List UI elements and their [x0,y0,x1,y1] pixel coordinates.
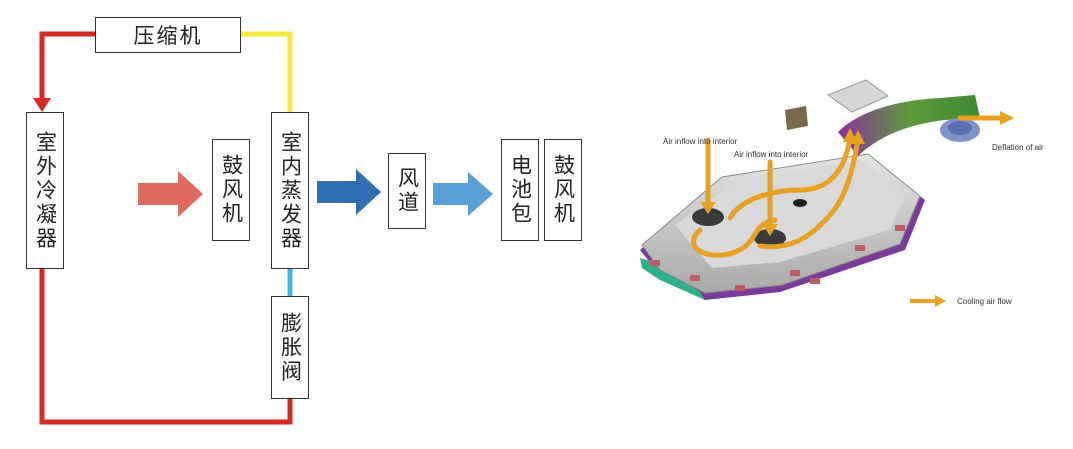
compressor-label: 压缩机 [133,24,203,48]
evaporator-box: 室内蒸发器 [271,112,309,269]
arrow-down-into-condenser [33,98,51,112]
cooling-air-flow-paths [691,115,1006,258]
battery-pack-label: 电池包 [508,154,533,226]
center-inlet [793,199,807,207]
deflation-label: Deflation of air [992,143,1044,152]
inflow-label-1: Air inflow into interior [663,137,738,146]
expansion-valve-label: 膨胀阀 [278,311,303,384]
high-pressure-line [39,31,95,105]
mounting-brackets [650,225,905,291]
air-inlet-fan-1 [692,208,724,226]
battery-pack-box: 电池包 [501,139,539,241]
cool-air-arrow-1 [317,169,381,215]
exhaust-blower [940,118,980,142]
compressor-out-line [240,31,293,112]
pack-edge-trim-green [640,258,705,300]
blower-label-2: 鼓风机 [551,154,576,226]
condenser-label: 室外冷凝器 [33,130,58,251]
blower-box-2: 鼓风机 [544,139,582,241]
evaporator-label: 室内蒸发器 [278,130,303,251]
cool-air-arrow-2 [433,172,493,216]
condenser-box: 室外冷凝器 [26,112,64,269]
legend: Cooling air flow [910,295,1012,307]
duct-label: 风道 [395,167,420,215]
control-module [785,106,808,130]
blower-box-1: 鼓风机 [212,139,250,241]
cooling-air-flow-heads [700,111,1014,236]
blower-label-1: 鼓风机 [219,154,244,226]
legend-label: Cooling air flow [957,297,1012,306]
exhaust-duct [838,95,980,156]
heat-arrow [138,171,203,217]
duct-box: 风道 [388,153,426,229]
expansion-valve-box: 膨胀阀 [271,296,309,399]
compressor-box: 压缩机 [95,17,241,53]
inflow-label-2: Air inflow into interior [734,150,809,159]
top-cover-plate [826,79,889,113]
liquid-line [39,268,293,425]
air-inlet-fan-2 [754,229,786,247]
